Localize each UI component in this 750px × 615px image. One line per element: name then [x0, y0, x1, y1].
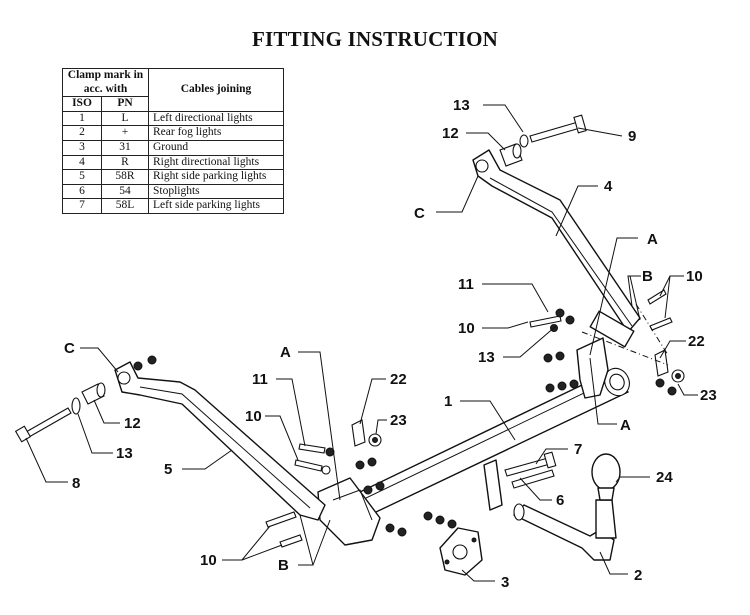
nuts-left-arm: [133, 355, 157, 371]
socket-plate-3: [439, 527, 483, 576]
table-row: 7 58L Left side parking lights: [62, 198, 284, 214]
label-3: 3: [501, 574, 509, 591]
label-a-bottom-right: A: [620, 417, 631, 434]
label-8: 8: [72, 475, 80, 492]
label-10-bottom: 10: [200, 552, 217, 569]
label-b-bottom: B: [278, 557, 289, 574]
nut-23-right: [671, 369, 685, 383]
cable-joining-table: Clamp mark in acc. with Cables joining I…: [62, 67, 284, 214]
label-b-right: B: [642, 268, 653, 285]
label-12-left: 12: [124, 415, 141, 432]
right-side-arm: [472, 149, 641, 348]
bolt-9: [519, 114, 587, 148]
nut-23-left: [368, 433, 382, 447]
nut-cluster-left: [321, 447, 457, 537]
label-2: 2: [634, 567, 642, 584]
label-9: 9: [628, 128, 636, 145]
cable-cell: Left side parking lights: [148, 198, 284, 214]
label-23-left: 23: [390, 412, 407, 429]
table-row: 4 R Right directional lights: [62, 154, 284, 171]
label-10-mid: 10: [458, 320, 475, 337]
label-13-left: 13: [116, 445, 133, 462]
bolts-10-11-left: [265, 443, 326, 548]
left-side-arm: [114, 361, 326, 521]
label-24: 24: [656, 469, 673, 486]
label-1: 1: [444, 393, 452, 410]
washer-13-left: [71, 397, 81, 415]
label-13-top: 13: [453, 97, 470, 114]
label-7: 7: [574, 441, 582, 458]
label-12-top: 12: [442, 125, 459, 142]
label-11-right: 11: [458, 276, 474, 293]
tow-ball-24: [591, 453, 621, 501]
label-23-right: 23: [700, 387, 717, 404]
pn-cell: 58R: [101, 169, 149, 185]
table-row: 3 31 Ground: [62, 139, 284, 156]
cable-cell: Right directional lights: [148, 154, 284, 171]
clamp-mark-header: Clamp mark in acc. with: [62, 67, 149, 98]
spacer-12-top: [499, 143, 523, 167]
label-c-top: C: [414, 205, 425, 222]
page-title: FITTING INSTRUCTION: [252, 27, 498, 51]
label-10-right: 10: [686, 268, 703, 285]
clip-22-right: [654, 349, 669, 377]
tow-ball-neck-2: [513, 499, 617, 561]
label-10-left: 10: [245, 408, 262, 425]
cable-cell: Stoplights: [148, 183, 284, 200]
label-11-left: 11: [252, 371, 268, 388]
leader-lines: [25, 104, 698, 582]
spacer-12-left: [81, 382, 106, 405]
label-6: 6: [556, 492, 564, 509]
label-a-right: A: [647, 231, 658, 248]
label-22-left: 22: [390, 371, 407, 388]
label-13-mid: 13: [478, 349, 495, 366]
clip-22-left: [351, 419, 366, 447]
bolts-6-7: [504, 451, 557, 489]
label-22-right: 22: [688, 333, 705, 350]
label-c-left: C: [64, 340, 75, 357]
cables-joining-header: Cables joining: [148, 68, 284, 112]
label-4: 4: [604, 178, 613, 195]
pn-cell: 58L: [101, 198, 149, 214]
table-row: 6 54 Stoplights: [62, 183, 284, 200]
nut-cluster-right: [543, 308, 677, 396]
label-5: 5: [164, 461, 172, 478]
bolt-8: [14, 407, 72, 443]
crossbar-part: [317, 337, 630, 546]
label-a-left: A: [280, 344, 291, 361]
